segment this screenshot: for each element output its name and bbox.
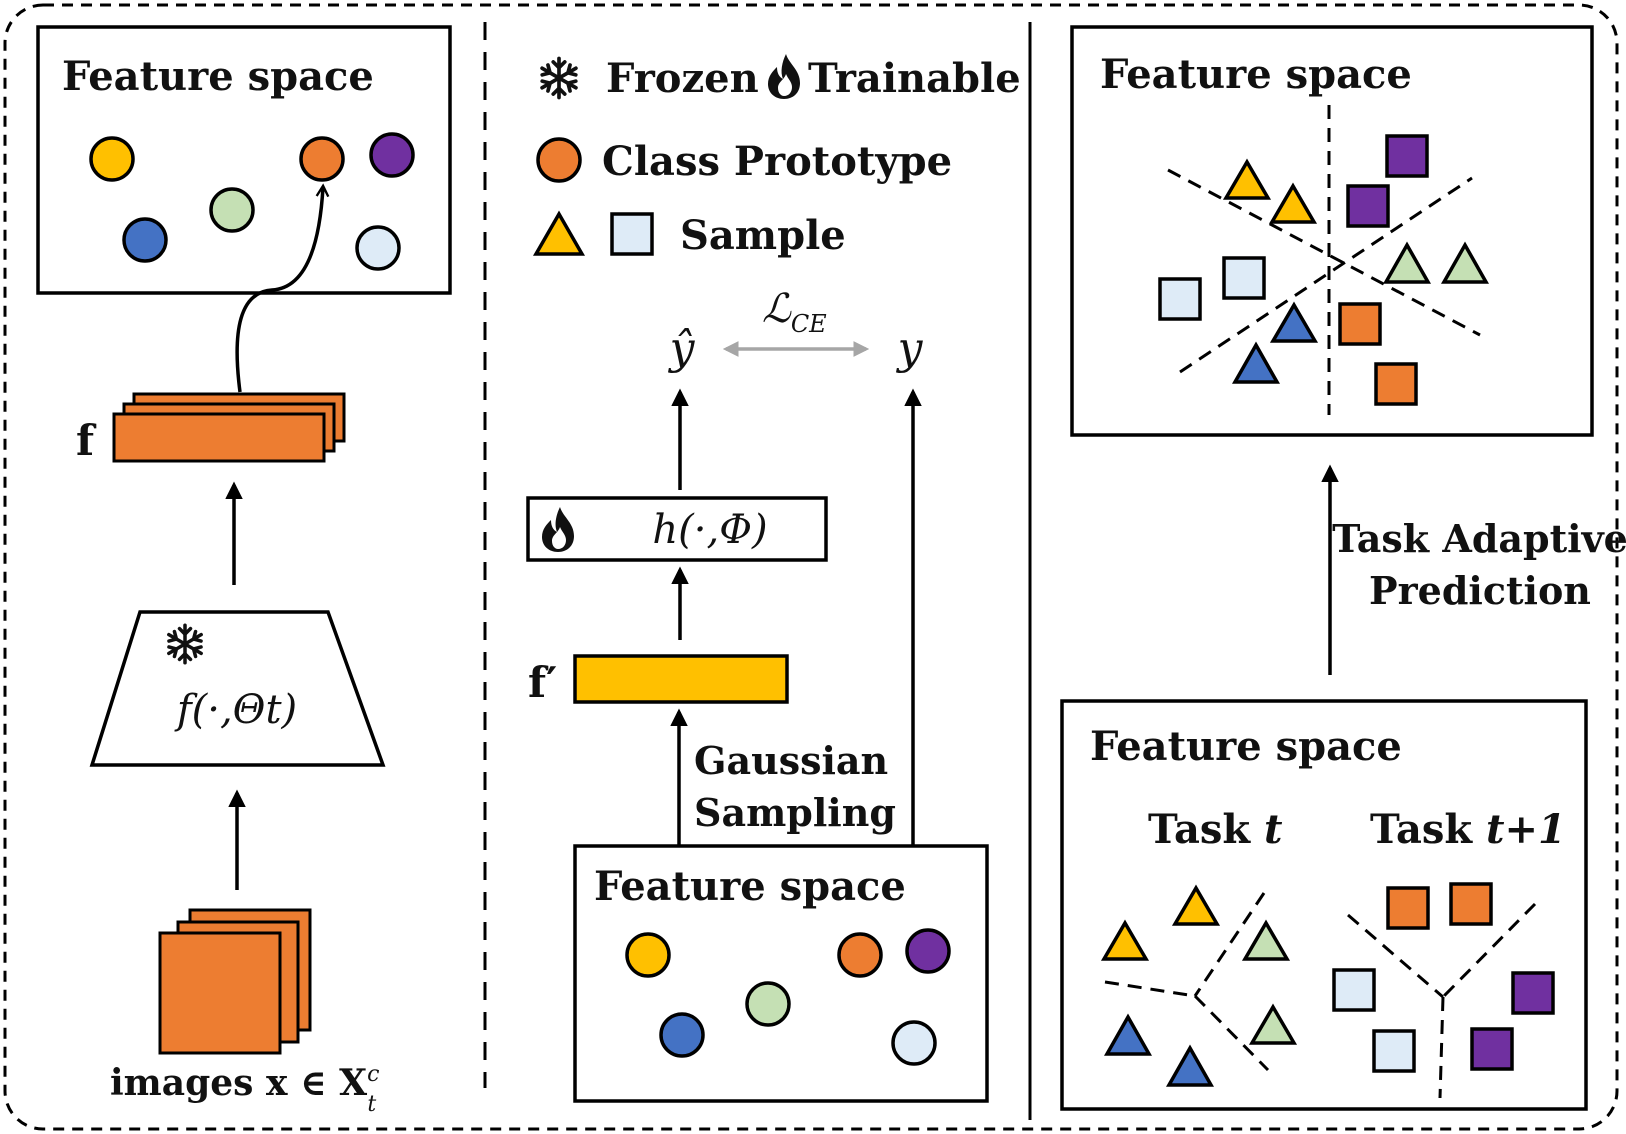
top-sample-green-2 <box>1440 241 1490 284</box>
middle-feature-space-title: Feature space <box>594 863 906 910</box>
mid-prototype-lightblue <box>891 1020 937 1066</box>
legend-frozen-label: Frozen <box>606 55 759 102</box>
top-sample-lightblue-1 <box>1222 256 1266 300</box>
top-sample-orange-1 <box>1338 302 1382 346</box>
outer-frame <box>3 3 1619 1131</box>
top-samples <box>1158 134 1490 406</box>
legend-prototype-label: Class Prototype <box>602 138 952 185</box>
right-top-feature-space-box <box>1070 25 1594 437</box>
task-t-var: t <box>1264 806 1283 853</box>
backbone-trapezoid <box>89 610 386 767</box>
task-t-boundary-2 <box>1104 980 1196 998</box>
task-t1-orange-2 <box>1449 882 1493 926</box>
prototype-purple <box>369 132 415 178</box>
feature-label: f <box>76 416 97 465</box>
task-adaptive-label-line1: Task Adaptive <box>1332 516 1626 561</box>
left-prototypes <box>89 132 415 271</box>
legend-prototype-marker <box>536 137 582 183</box>
task-t1-prefix: Task <box>1370 806 1486 853</box>
legend-sample-triangle <box>532 210 586 256</box>
backbone-formula: f(·,Θt) <box>174 687 297 733</box>
feature-layer-front <box>112 412 326 463</box>
decision-boundaries-top <box>1167 105 1481 415</box>
task-t1-lightblue-1 <box>1332 968 1376 1012</box>
head-box <box>526 496 828 562</box>
mid-prototype-green <box>745 981 791 1027</box>
task-t1-label: Task t+1 <box>1370 806 1566 853</box>
feature-stack <box>112 392 346 463</box>
loss-main: ℒ <box>762 286 792 332</box>
loss-sub: CE <box>791 310 827 338</box>
task-t1-var: t+1 <box>1486 806 1566 853</box>
right-top-feature-space-title: Feature space <box>1100 51 1412 98</box>
decision-boundaries-task-t <box>1104 892 1270 1072</box>
task-t-prefix: Task <box>1148 806 1264 853</box>
prototype-lightblue <box>355 225 401 271</box>
task-t-green-1 <box>1241 919 1291 961</box>
task-t1-boundary-1 <box>1347 913 1444 999</box>
top-sample-yellow-1 <box>1222 158 1272 200</box>
task-t1-purple-2 <box>1470 1027 1514 1071</box>
top-sample-blue-1 <box>1269 301 1319 343</box>
right-bottom-feature-space-title: Feature space <box>1090 723 1402 770</box>
prototype-green <box>209 187 255 233</box>
left-feature-space-title: Feature space <box>62 53 374 100</box>
task-t-samples <box>1100 884 1298 1087</box>
prototype-yellow <box>89 136 135 182</box>
task-t1-lightblue-2 <box>1372 1029 1416 1073</box>
task-adaptive-label-line2: Prediction <box>1369 568 1591 613</box>
ground-truth-y: y <box>896 323 924 374</box>
legend-trainable-label: Trainable <box>808 55 1021 102</box>
task-t1-orange-1 <box>1386 886 1430 930</box>
task-t1-samples <box>1332 882 1555 1073</box>
boundary-diag-2 <box>1179 176 1473 374</box>
images-label-sup: c <box>367 1062 379 1087</box>
task-t-yellow-2 <box>1100 919 1150 961</box>
feature-prime-label: f′ <box>528 658 557 707</box>
legend-sample-square <box>610 212 654 256</box>
task-t-blue-2 <box>1165 1044 1215 1087</box>
middle-prototypes <box>625 928 951 1066</box>
gaussian-label-line1: Gaussian <box>694 738 888 783</box>
top-sample-yellow-2 <box>1268 182 1318 224</box>
images-label-sub: t <box>367 1092 376 1117</box>
task-t-green-2 <box>1248 1003 1298 1045</box>
task-t1-purple-1 <box>1511 971 1555 1015</box>
mid-prototype-purple <box>905 928 951 974</box>
task-t-blue-1 <box>1103 1013 1153 1056</box>
top-sample-blue-2 <box>1231 341 1281 384</box>
task-t1-boundary-3 <box>1438 996 1445 1099</box>
prototype-blue <box>122 217 168 263</box>
mid-prototype-yellow <box>625 932 671 978</box>
top-sample-lightblue-2 <box>1158 277 1202 321</box>
mid-prototype-orange <box>837 932 883 978</box>
loss-label: ℒCE <box>762 286 827 338</box>
task-t-boundary-3 <box>1193 994 1270 1072</box>
image-layer-front <box>158 931 282 1055</box>
sampled-feature-bar <box>573 654 789 704</box>
images-label-main: images x ∈ X <box>110 1062 367 1104</box>
feature-to-prototype-arrow <box>235 187 323 393</box>
gaussian-label-line2: Sampling <box>694 790 896 835</box>
top-sample-purple-1 <box>1385 134 1429 178</box>
top-sample-orange-2 <box>1374 362 1418 406</box>
task-t-label: Task t <box>1148 806 1283 853</box>
prediction-y-hat: ŷ <box>668 323 696 374</box>
head-formula: h(·,Φ) <box>652 507 767 553</box>
images-stack <box>158 908 312 1055</box>
task-t-boundary-1 <box>1193 892 1266 997</box>
decision-boundaries-task-t1 <box>1347 902 1537 1099</box>
prototype-orange <box>299 136 345 182</box>
task-t-yellow-1 <box>1171 884 1221 926</box>
legend-flame-icon <box>768 54 800 99</box>
legend-sample-label: Sample <box>680 212 846 259</box>
top-sample-purple-2 <box>1346 184 1390 228</box>
mid-prototype-blue <box>659 1012 705 1058</box>
top-sample-green-1 <box>1382 241 1432 284</box>
legend-snowflake-icon <box>540 56 578 100</box>
boundary-diag-1 <box>1167 168 1481 337</box>
